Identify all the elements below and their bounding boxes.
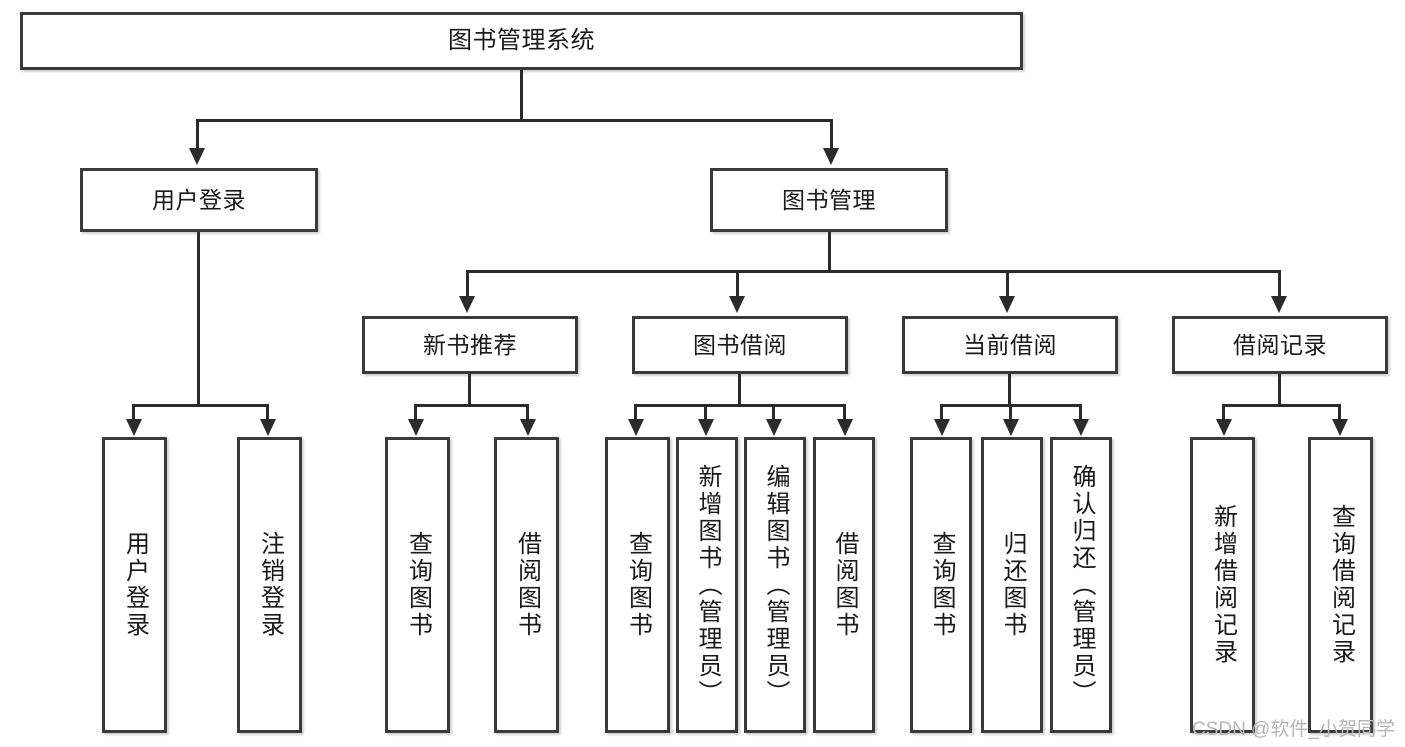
edge-user-login-bar	[132, 404, 269, 407]
edge-new-book-child1	[414, 404, 417, 422]
edge-new-book-child2	[526, 404, 529, 422]
node-leaf-edit-book-admin[interactable]: 编辑图书（管理员）	[744, 437, 806, 733]
node-label: 归还图书	[999, 531, 1026, 639]
node-new-book-recommend[interactable]: 新书推荐	[362, 316, 578, 374]
arrowhead-current-borrow	[999, 296, 1015, 313]
node-leaf-borrow-book-borrow[interactable]: 借阅图书	[813, 437, 875, 733]
edge-book-borrow-bar	[634, 404, 846, 407]
edge-book-borrow-child1	[634, 404, 637, 422]
node-borrow-record[interactable]: 借阅记录	[1172, 316, 1388, 374]
edge-drop-to-user-login	[196, 119, 199, 151]
edge-level2-bar	[196, 119, 833, 122]
node-label: 借阅记录	[1233, 331, 1327, 358]
arrowhead-leaf-query-book-2	[628, 419, 644, 436]
arrowhead-leaf-return-book	[1003, 419, 1019, 436]
node-leaf-return-book[interactable]: 归还图书	[981, 437, 1043, 733]
node-label: 借阅图书	[513, 531, 541, 639]
node-leaf-query-book-current[interactable]: 查询图书	[910, 437, 972, 733]
node-label: 新书推荐	[423, 331, 517, 358]
node-label: 图书借阅	[693, 331, 787, 358]
edge-borrow-record-child2	[1338, 404, 1341, 422]
node-leaf-confirm-return-admin[interactable]: 确认归还（管理员）	[1050, 437, 1112, 733]
edge-user-login-child1	[132, 404, 135, 422]
edge-user-login-stem	[197, 232, 200, 404]
edge-drop-to-current-borrow	[1006, 270, 1009, 298]
arrowhead-leaf-add-book	[698, 419, 714, 436]
node-label: 查询借阅记录	[1327, 504, 1355, 666]
node-label: 查询图书	[928, 531, 955, 639]
edge-root-stem	[520, 70, 523, 119]
edge-current-borrow-stem	[1008, 374, 1011, 404]
node-current-borrow[interactable]: 当前借阅	[902, 316, 1118, 374]
edge-book-borrow-stem	[738, 374, 741, 404]
node-leaf-borrow-book-new[interactable]: 借阅图书	[494, 437, 559, 733]
watermark-text: CSDN @软件_小贺同学	[1192, 719, 1395, 740]
node-leaf-add-borrow-record[interactable]: 新增借阅记录	[1190, 437, 1255, 733]
edge-drop-to-borrow-record	[1278, 270, 1281, 298]
node-label: 借阅图书	[831, 531, 858, 639]
node-leaf-query-book-new[interactable]: 查询图书	[385, 437, 450, 733]
node-label: 当前借阅	[963, 331, 1057, 358]
node-book-borrow[interactable]: 图书借阅	[632, 316, 848, 374]
edge-user-login-child2	[266, 404, 269, 422]
node-book-management[interactable]: 图书管理	[710, 168, 948, 232]
node-label: 用户登录	[121, 531, 149, 639]
node-label: 编辑图书（管理员）	[762, 463, 789, 707]
edge-drop-to-new-book	[466, 270, 469, 298]
edge-borrow-record-stem	[1278, 374, 1281, 404]
arrowhead-book-management	[823, 148, 839, 165]
node-leaf-add-book-admin[interactable]: 新增图书（管理员）	[676, 437, 738, 733]
arrowhead-leaf-edit-book	[766, 419, 782, 436]
arrowhead-leaf-confirm-return	[1073, 419, 1089, 436]
node-label: 新增借阅记录	[1209, 504, 1237, 666]
edge-level3-bar	[466, 270, 1281, 273]
arrowhead-leaf-query-record	[1332, 419, 1348, 436]
arrowhead-leaf-query-book-1	[408, 419, 424, 436]
node-user-login[interactable]: 用户登录	[80, 168, 318, 232]
arrowhead-leaf-logout	[260, 419, 276, 436]
node-label: 用户登录	[152, 186, 246, 213]
edge-book-management-stem	[828, 232, 831, 270]
edge-borrow-record-child1	[1222, 404, 1225, 422]
arrowhead-leaf-query-book-3	[934, 419, 950, 436]
arrowhead-leaf-add-record	[1216, 419, 1232, 436]
edge-borrow-record-bar	[1222, 404, 1341, 407]
arrowhead-book-borrow	[729, 296, 745, 313]
edge-current-borrow-child1	[940, 404, 943, 422]
edge-drop-to-book-borrow	[736, 270, 739, 298]
edge-book-borrow-child2	[704, 404, 707, 422]
arrowhead-user-login	[189, 148, 205, 165]
arrowhead-leaf-borrow-book-2	[837, 419, 853, 436]
arrowhead-new-book-recommend	[459, 296, 475, 313]
edge-new-book-stem	[468, 374, 471, 404]
node-label: 注销登录	[256, 531, 284, 639]
node-leaf-user-login[interactable]: 用户登录	[102, 437, 167, 733]
node-label: 图书管理	[782, 186, 876, 213]
edge-current-borrow-child3	[1079, 404, 1082, 422]
node-leaf-query-book-borrow[interactable]: 查询图书	[605, 437, 670, 733]
node-label: 图书管理系统	[448, 27, 595, 55]
arrowhead-leaf-borrow-book-1	[520, 419, 536, 436]
node-leaf-logout[interactable]: 注销登录	[237, 437, 302, 733]
edge-book-borrow-child3	[772, 404, 775, 422]
arrowhead-leaf-user-login	[126, 419, 142, 436]
node-label: 确认归还（管理员）	[1068, 463, 1095, 707]
node-label: 新增图书（管理员）	[694, 463, 721, 707]
node-label: 查询图书	[624, 531, 652, 639]
edge-book-borrow-child4	[843, 404, 846, 422]
node-leaf-query-borrow-record[interactable]: 查询借阅记录	[1308, 437, 1373, 733]
node-root-book-management-system[interactable]: 图书管理系统	[20, 12, 1023, 70]
edge-current-borrow-child2	[1009, 404, 1012, 422]
node-label: 查询图书	[404, 531, 432, 639]
edge-drop-to-book-management	[830, 119, 833, 151]
arrowhead-borrow-record	[1271, 296, 1287, 313]
edge-new-book-bar	[414, 404, 529, 407]
